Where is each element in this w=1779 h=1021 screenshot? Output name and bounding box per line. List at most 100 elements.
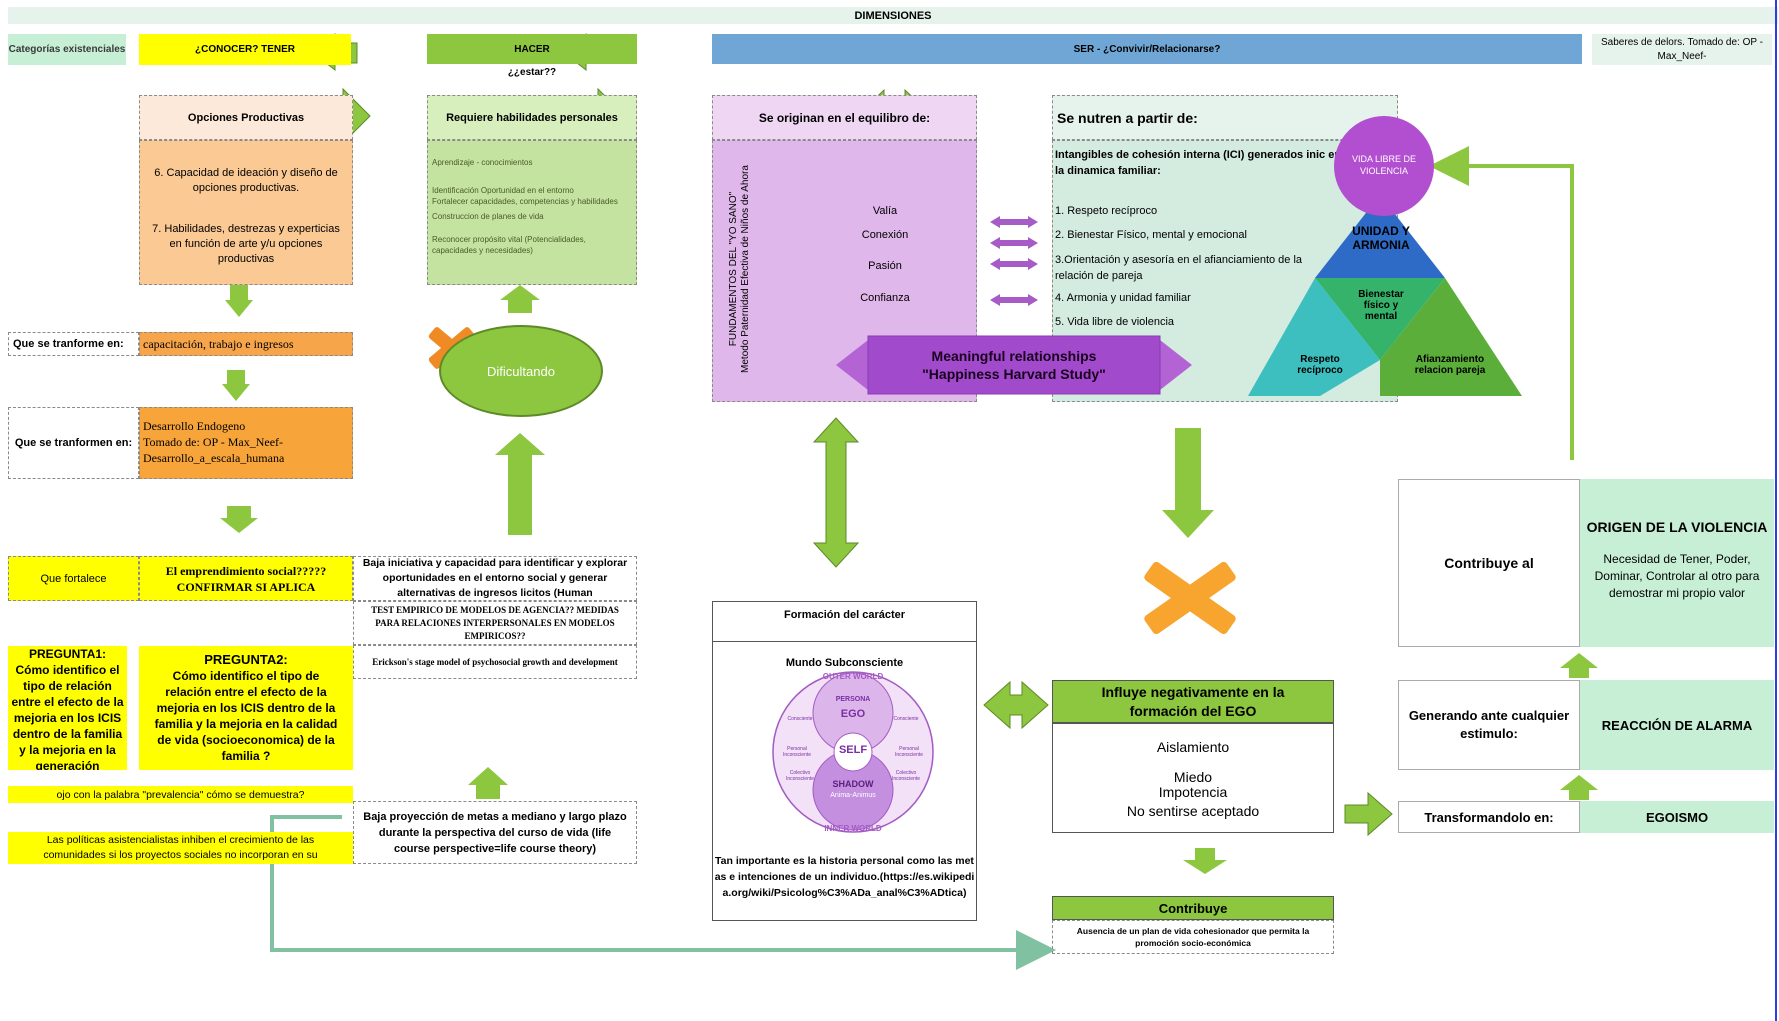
colectivo-left: Colectivo Inconsciente xyxy=(785,770,815,782)
vertical-text-1: FUNDAMENTOS DEL "YO SANO" xyxy=(728,191,739,347)
consciente-right: Consciente xyxy=(893,716,919,722)
header-bar: DIMENSIONES xyxy=(8,7,1778,24)
contribuye-title: Contribuye xyxy=(1052,896,1334,920)
ego-label: EGO xyxy=(840,708,866,720)
pyramid-right-label: Afianzamiento relacion pareja xyxy=(1414,354,1486,376)
alarma-box: REACCIÓN DE ALARMA xyxy=(1580,680,1774,770)
nutren-item-2: 2. Bienestar Físico, mental y emocional xyxy=(1055,229,1247,241)
persona-label: PERSONA xyxy=(835,696,871,703)
arrow-up-2 xyxy=(495,433,545,455)
double-arrow-vertical xyxy=(812,417,860,568)
arrow-up-4 xyxy=(1560,775,1598,790)
opciones-body: 6. Capacidad de ideación y diseño de opc… xyxy=(139,140,353,285)
connector-violencia xyxy=(1429,146,1574,460)
inner-world-label: INNER WORLD xyxy=(824,824,882,833)
contribuye-al-label: Contribuye al xyxy=(1398,479,1580,647)
egoismo-label: Transformandolo en: xyxy=(1398,801,1580,833)
estar-label: ¿¿estar?? xyxy=(507,66,557,78)
pregunta2-title: PREGUNTA2: xyxy=(204,652,288,667)
arrow-up-3 xyxy=(468,767,508,785)
conocer-box: ¿CONOCER? TENER xyxy=(139,34,351,65)
pyramid-left-label: Respeto recíproco xyxy=(1297,354,1343,376)
violencia-text: Necesidad de Tener, Poder, Dominar, Cont… xyxy=(1594,552,1760,600)
violencia-box: ORIGEN DE LA VIOLENCIA Necesidad de Tene… xyxy=(1580,479,1774,647)
pregunta1-text: Cómo identifico el tipo de relación entr… xyxy=(11,663,124,770)
outer-world-label: OUTER WORLD xyxy=(822,672,884,681)
ego-title: Influye negativamente en la formación de… xyxy=(1052,680,1334,723)
erickson-box: Erickson's stage model of psychosocial g… xyxy=(353,645,637,679)
nutren-item-3: 3.Orientación y asesoría en el afianciam… xyxy=(1055,254,1303,282)
fortalece-label: Que fortalece xyxy=(8,556,139,601)
fortalece-value: El emprendimiento social????? CONFIRMAR … xyxy=(139,556,353,601)
equilibrio-vertical: FUNDAMENTOS DEL "YO SANO" Metodo Paterni… xyxy=(712,140,768,402)
shadow-label: SHADOW xyxy=(832,779,874,789)
opciones-title: Opciones Productivas xyxy=(139,95,353,140)
egoismo-box: EGOISMO xyxy=(1580,801,1774,833)
right-edge-line xyxy=(1775,0,1777,1021)
nutren-item-4: 4. Armonia y unidad familiar xyxy=(1055,292,1191,304)
cross-mark-right xyxy=(1144,561,1236,635)
connector-bottom xyxy=(270,815,1056,970)
test-empirico-box: TEST EMPIRICO DE MODELOS DE AGENCIA?? ME… xyxy=(353,601,637,645)
personal-right: Personal Inconsciente xyxy=(894,746,924,758)
ego-item-4: No sentirse aceptado xyxy=(1126,803,1260,819)
arrow-down-2 xyxy=(222,384,250,401)
dificultando-ellipse: Dificultando xyxy=(439,325,603,417)
habilidad-2: Identificación Oportunidad en el entorno xyxy=(432,186,574,195)
opciones-item-6: 6. Capacidad de ideación y diseño de opc… xyxy=(154,167,338,194)
caracter-title: Formación del carácter xyxy=(712,609,977,642)
habilidad-1: Aprendizaje - conocimientos xyxy=(432,158,533,167)
nutren-item-1: 1. Respeto recíproco xyxy=(1055,205,1158,217)
personal-left: Personal Inconsciente xyxy=(782,746,812,758)
banner-line-2: "Happiness Harvard Study" xyxy=(922,366,1106,382)
habilidades-title: Requiere habilidades personales xyxy=(427,95,637,140)
equilibrio-item-4: Confianza xyxy=(860,292,910,304)
nutren-title: Se nutren a partir de: xyxy=(1052,95,1398,140)
purple-arrows xyxy=(990,216,1038,306)
nutren-item-5: 5. Vida libre de violencia xyxy=(1055,316,1175,328)
arrow-down-1 xyxy=(225,300,253,317)
ego-item-2: Miedo xyxy=(1173,769,1213,785)
categorias-box: Categorías existenciales xyxy=(8,34,126,65)
habilidades-body: Aprendizaje - conocimientos Identificaci… xyxy=(427,140,637,285)
contribuye-text: Ausencia de un plan de vida cohesionador… xyxy=(1052,920,1334,954)
hacer-box: HACER xyxy=(427,34,637,64)
habilidad-3: Fortalecer capacidades, competencias y h… xyxy=(432,197,618,206)
pyramid-middle-label: Bienestar físico y mental xyxy=(1358,288,1404,322)
alarma-label: Generando ante cualquier estimulo: xyxy=(1398,680,1580,770)
transform2-value: Desarrollo Endogeno Tomado de: OP - Max_… xyxy=(139,407,353,479)
ego-item-3: Impotencia xyxy=(1158,784,1228,800)
violencia-title: ORIGEN DE LA VIOLENCIA xyxy=(1586,519,1768,535)
nutren-intro: Intangibles de cohesión interna (ICI) ge… xyxy=(1055,149,1342,177)
equilibrio-title: Se originan en el equilibro de: xyxy=(712,95,977,140)
self-label: SELF xyxy=(838,744,868,756)
ego-body: Aislamiento Miedo Impotencia No sentirse… xyxy=(1052,723,1334,833)
baja-iniciativa-box: Baja iniciativa y capacidad para identif… xyxy=(353,556,637,601)
prevalencia-box: ojo con la palabra "prevalencia" cómo se… xyxy=(8,786,353,803)
vertical-text-2: Metodo Paternidad Efectiva de Niños de A… xyxy=(740,165,751,373)
habilidad-5: Reconocer propósito vital (Potencialidad… xyxy=(432,235,586,255)
banner-line-1: Meaningful relationships xyxy=(931,348,1097,364)
arrow-down-big xyxy=(1162,510,1214,538)
consciente-left: Consciente xyxy=(787,716,813,722)
arrow-right-3 xyxy=(1344,791,1393,837)
pyramid-top-label: UNIDAD Y ARMONIA xyxy=(1352,224,1410,252)
arrow-up-5 xyxy=(1560,653,1598,668)
anima-label: Anima-Animus xyxy=(830,792,876,799)
banner-text: Meaningful relationships "Happiness Harv… xyxy=(868,338,1160,392)
colectivo-right: Colectivo Inconsciente xyxy=(891,770,921,782)
pregunta1-title: PREGUNTA1: xyxy=(28,647,107,661)
equilibrio-item-1: Valía xyxy=(872,205,898,217)
ser-box: SER - ¿Convivir/Relacionarse? xyxy=(712,34,1582,64)
pyramid-circle-label: VIDA LIBRE DE VIOLENCIA xyxy=(1351,154,1417,176)
arrow-up-1 xyxy=(500,285,540,300)
baja-proyeccion-box: Baja proyección de metas a mediano y lar… xyxy=(353,801,637,864)
saberes-box: Saberes de delors. Tomado de: OP - Max_N… xyxy=(1592,34,1772,65)
pregunta2-box: PREGUNTA2: Cómo identifico el tipo de re… xyxy=(139,646,353,770)
opciones-item-7: 7. Habilidades, destrezas y experticias … xyxy=(152,223,340,265)
caracter-sub: Mundo Subconsciente xyxy=(785,657,904,669)
equilibrio-item-3: Pasión xyxy=(868,260,902,272)
double-arrow-2 xyxy=(983,680,1049,730)
transform1-label: Que se tranforme en: xyxy=(8,332,139,356)
